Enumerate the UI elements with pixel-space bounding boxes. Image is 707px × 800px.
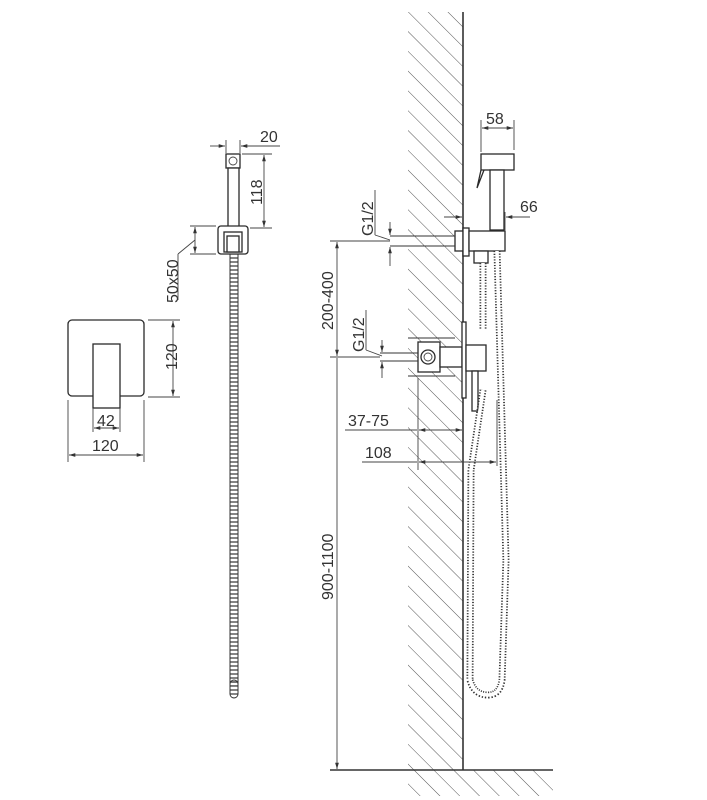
spray-nozzle-icon <box>228 156 238 166</box>
hand-shower-front-view: 20 118 50x50 <box>165 129 280 699</box>
dim-thread-lower: G1/2 <box>351 317 368 352</box>
dim-projection: 66 <box>520 199 538 216</box>
dim-holder-size: 50x50 <box>165 259 182 303</box>
front-plate-view: 120 42 120 <box>67 319 181 462</box>
dim-shower-length: 118 <box>249 179 266 205</box>
dim-mixer-height: 900-1100 <box>320 533 337 600</box>
shower-head <box>225 153 241 169</box>
dim-lever-width: 42 <box>97 413 115 430</box>
dim-head-width: 20 <box>260 129 278 146</box>
dim-plate-width: 120 <box>92 438 119 455</box>
dim-thread-upper: G1/2 <box>360 201 377 236</box>
shower-handle <box>227 167 240 231</box>
side-section-view: 58 66 G1/2 200-400 G1/2 37-75 108 <box>320 12 553 796</box>
dim-plate-height: 120 <box>164 343 181 370</box>
dim-total-depth: 108 <box>365 445 392 462</box>
shower-head-side <box>480 153 515 171</box>
mixer-lever <box>92 343 121 409</box>
wall-section <box>408 12 463 770</box>
dim-embed-depth: 37-75 <box>348 413 389 430</box>
dim-head-depth: 58 <box>486 111 504 128</box>
hose <box>229 253 239 687</box>
mixer-lever-side <box>465 344 487 372</box>
dim-outlet-spacing: 200-400 <box>320 271 337 330</box>
floor-section <box>408 770 553 796</box>
wall-outlet-elbow <box>462 227 470 257</box>
shower-trigger <box>476 169 485 189</box>
